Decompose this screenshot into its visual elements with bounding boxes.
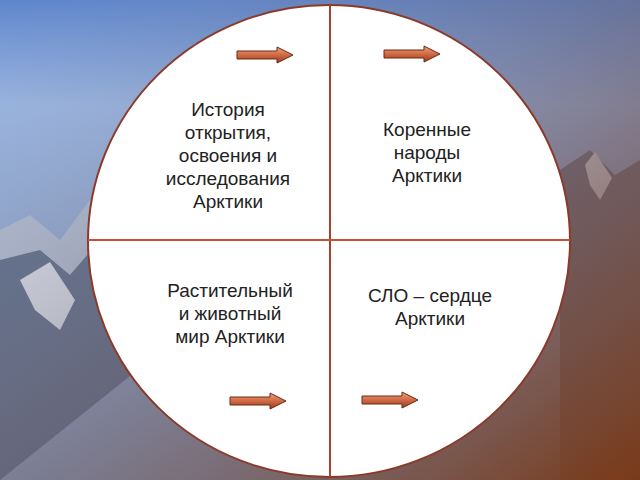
quadrant-label: СЛО – сердце Арктики [355, 284, 505, 330]
quadrant-node: История открытия, освоения и исследовани… [159, 98, 297, 213]
quadrant-label: История открытия, освоения и исследовани… [159, 98, 297, 213]
quadrant-label: Растительный и животный мир Арктики [164, 279, 296, 348]
quadrant-label: Коренные народы Арктики [371, 118, 483, 187]
quadrant-node: Растительный и животный мир Арктики [164, 279, 296, 348]
quadrant-node: СЛО – сердце Арктики [355, 284, 505, 330]
quadrant-node: Коренные народы Арктики [371, 118, 483, 187]
